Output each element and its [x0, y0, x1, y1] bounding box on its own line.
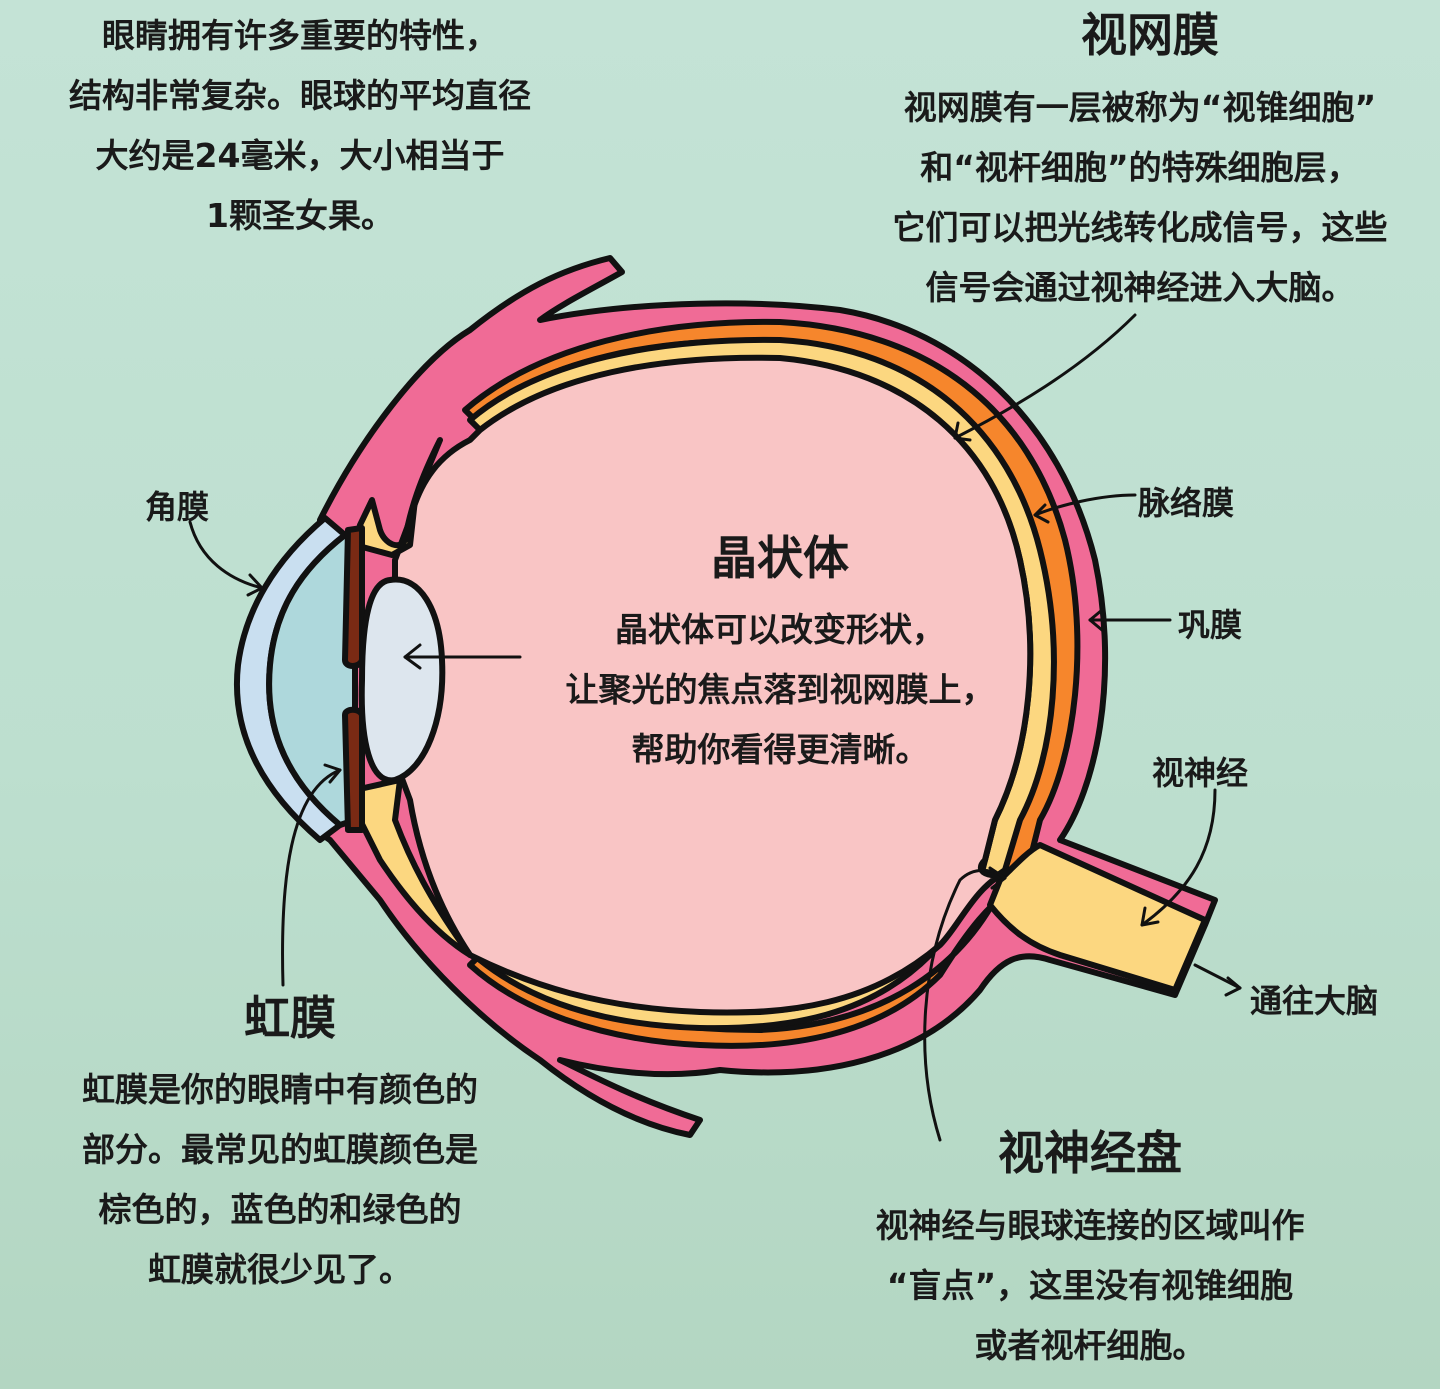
retina-line: 视网膜有一层被称为“视锥细胞” [903, 88, 1377, 127]
iris-line: 虹膜就很少见了。 [148, 1250, 412, 1289]
arrow-cornea [188, 520, 264, 590]
iris-line: 虹膜是你的眼睛中有颜色的 [82, 1070, 478, 1109]
retina-title: 视网膜 [1081, 8, 1219, 62]
retina-line: 和“视杆细胞”的特殊细胞层， [920, 148, 1360, 187]
optic-disc-title: 视神经盘 [998, 1126, 1182, 1180]
lens-title: 晶状体 [711, 531, 849, 585]
lens-line: 让聚光的焦点落到视网膜上， [565, 670, 995, 709]
aqueous-humor [266, 532, 358, 828]
retina-line: 信号会通过视神经进入大脑。 [925, 268, 1355, 307]
intro-line: 结构非常复杂。眼球的平均直径 [69, 76, 531, 115]
iris-bottom [342, 706, 365, 833]
arrow-choroid [1033, 493, 1137, 517]
lens-line: 帮助你看得更清晰。 [631, 730, 929, 769]
intro-line: 眼睛拥有许多重要的特性， [102, 16, 498, 55]
label-to-brain: 通往大脑 [1250, 982, 1379, 1020]
label-sclera: 巩膜 [1178, 606, 1243, 644]
intro-line: 1颗圣女果。 [206, 196, 394, 235]
lens-description: 晶状体可以改变形状， 让聚光的焦点落到视网膜上， 帮助你看得更清晰。 [520, 600, 1040, 780]
iris-line: 棕色的，蓝色的和绿色的 [98, 1190, 462, 1229]
optic-nerve [987, 842, 1208, 993]
ciliary-body-bottom [352, 777, 473, 958]
iris-description: 虹膜是你的眼睛中有颜色的 部分。最常见的虹膜颜色是 棕色的，蓝色的和绿色的 虹膜… [20, 1060, 540, 1300]
intro-line: 大约是24毫米，大小相当于 [95, 136, 505, 175]
label-optic-nerve: 视神经 [1152, 754, 1249, 792]
iris-top [342, 525, 365, 669]
arrow-optic-nerve [1140, 788, 1217, 927]
label-cornea: 角膜 [145, 488, 210, 526]
arrow-retina [953, 313, 1137, 440]
label-choroid: 脉络膜 [1138, 484, 1235, 522]
vitreous-body [392, 354, 1034, 1016]
ciliary-body-top [352, 437, 443, 558]
retina-description: 视网膜有一层被称为“视锥细胞” 和“视杆细胞”的特殊细胞层， 它们可以把光线转化… [840, 78, 1440, 318]
optic-disc-description: 视神经与眼球连接的区域叫作 “盲点”，这里没有视锥细胞 或者视杆细胞。 [820, 1196, 1360, 1376]
intro-text: 眼睛拥有许多重要的特性， 结构非常复杂。眼球的平均直径 大约是24毫米，大小相当… [20, 6, 580, 246]
lens [358, 576, 446, 784]
optic-disc-line: 或者视杆细胞。 [974, 1326, 1206, 1365]
optic-disc-line: “盲点”，这里没有视锥细胞 [886, 1266, 1294, 1305]
retina-line: 它们可以把光线转化成信号，这些 [892, 208, 1388, 247]
optic-disc-line: 视神经与眼球连接的区域叫作 [875, 1206, 1305, 1245]
arrow-to-brain [1193, 963, 1242, 990]
iris-line: 部分。最常见的虹膜颜色是 [82, 1130, 478, 1169]
arrow-iris [281, 768, 342, 987]
lens-line: 晶状体可以改变形状， [615, 610, 945, 649]
arrow-optic-disc [923, 868, 1007, 1142]
iris-title: 虹膜 [244, 991, 336, 1045]
